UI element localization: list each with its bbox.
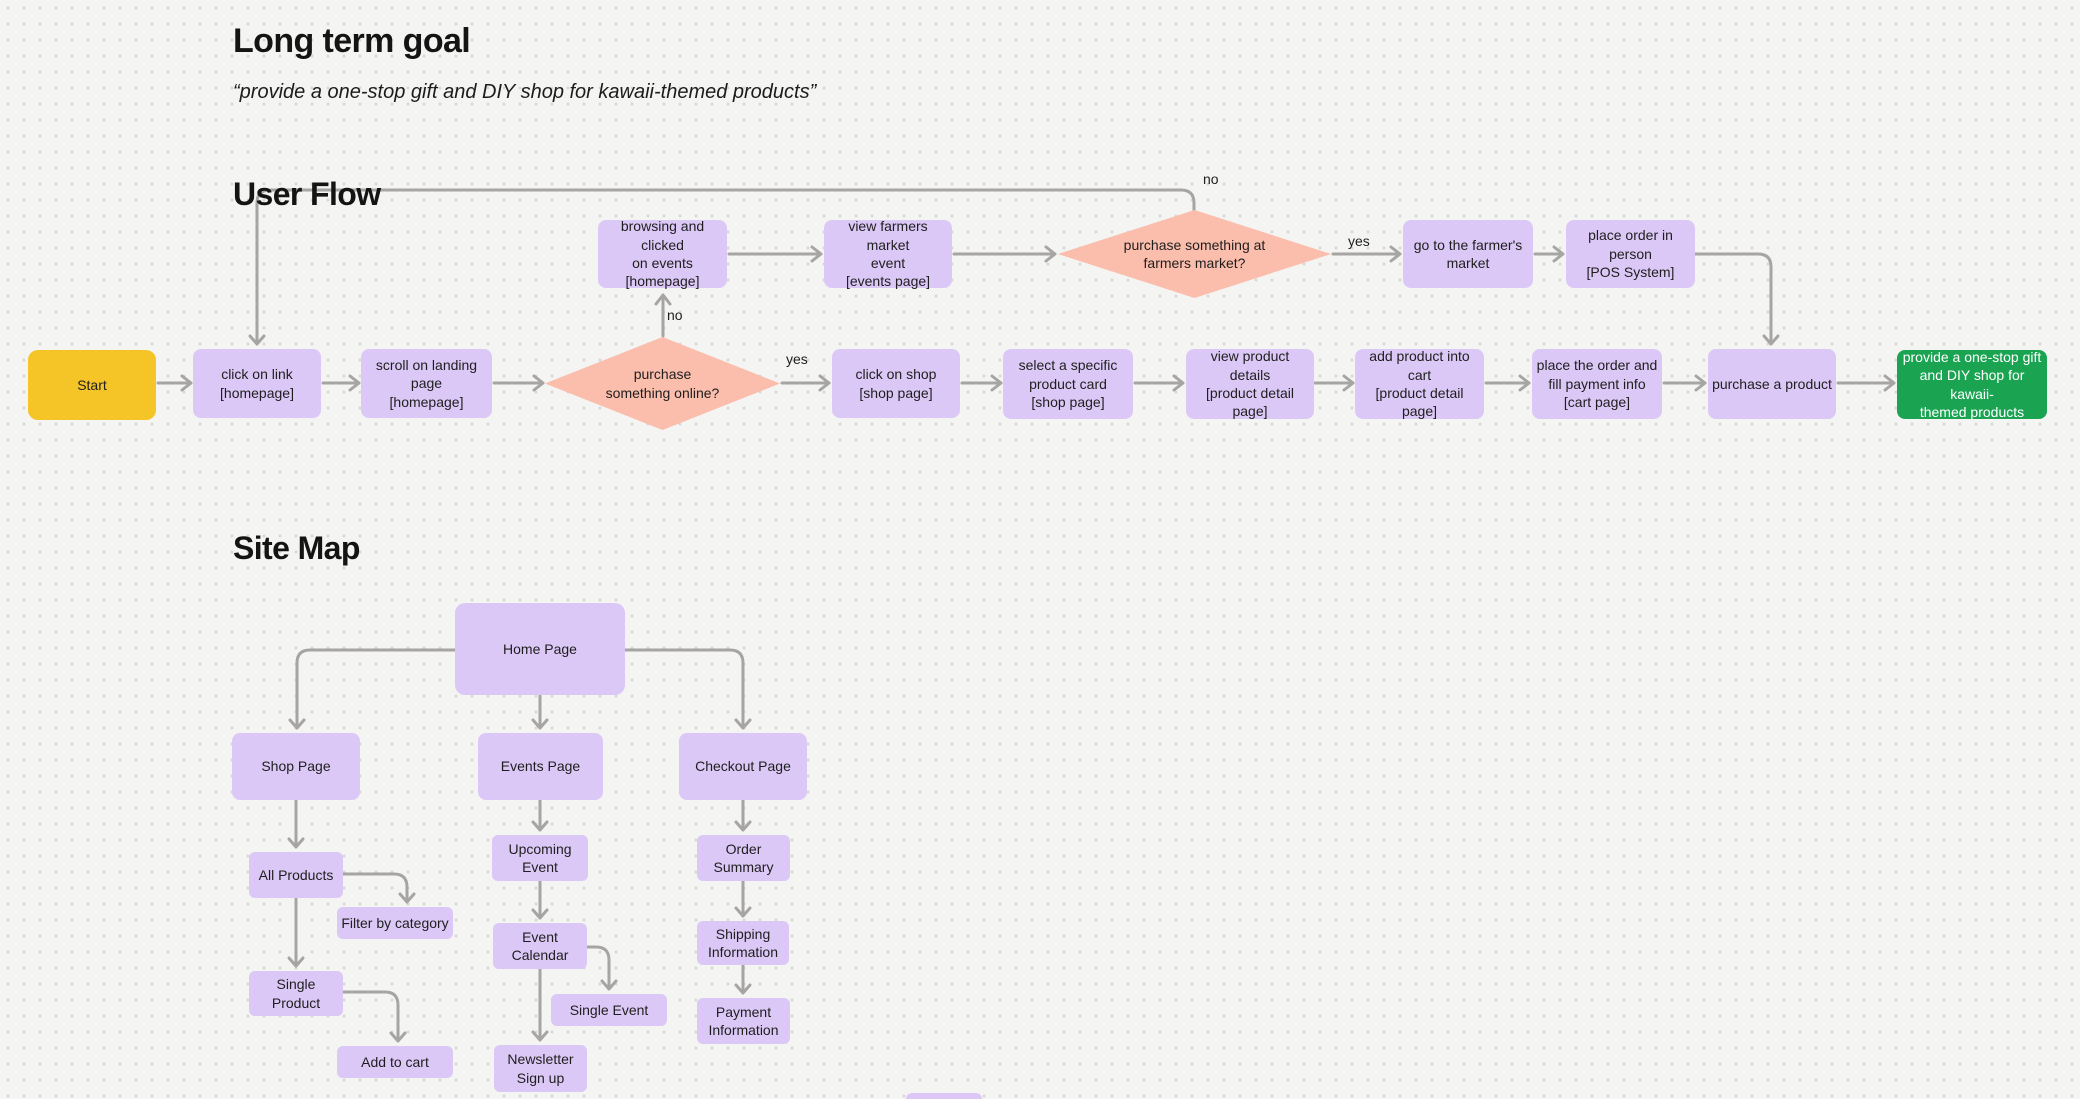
sitemap-node-newsletter-sign-up[interactable]: Newsletter Sign up [494,1045,587,1092]
sitemap-node-order-summary[interactable]: Order Summary [697,835,790,881]
flow-decision-purchase-online[interactable]: purchase something online? [545,337,780,430]
user-flow-title: User Flow [233,176,381,212]
flow-node-go-to-farmers-market[interactable]: go to the farmer's market [1403,220,1533,288]
flow-node-goal[interactable]: provide a one-stop gift and DIY shop for… [1897,349,2047,420]
connector-upcoming-to-calendar [531,879,549,920]
long-term-goal-quote: “provide a one-stop gift and DIY shop fo… [233,81,817,103]
flow-node-place-order-fill-payment[interactable]: place the order and fill payment info [c… [1532,349,1662,419]
label-no-market: no [1203,171,1219,187]
flow-decision-purchase-market[interactable]: purchase something at farmers market? [1058,210,1331,298]
connector-home-to-shop [288,648,457,730]
sitemap-node-event-calendar[interactable]: Event Calendar [493,923,587,969]
sitemap-node-checkout-page[interactable]: Checkout Page [679,733,807,800]
sitemap-node-add-to-cart[interactable]: Add to cart [337,1046,453,1078]
connector-allproducts-to-singleproduct [287,896,305,968]
connector-events-to-upcoming [531,798,549,832]
connector-home-to-checkout [623,648,752,730]
connector-calendar-to-newsletter [531,967,549,1042]
flow-node-scroll-landing-page[interactable]: scroll on landing page [homepage] [361,349,492,418]
flow-node-click-on-shop[interactable]: click on shop [shop page] [832,349,960,418]
connector-scroll-to-decision [492,374,545,392]
flow-node-view-product-details[interactable]: view product details [product detail pag… [1186,348,1314,419]
sitemap-node-shipping-information[interactable]: Shipping Information [697,921,789,965]
sitemap-node-home-page[interactable]: Home Page [455,603,625,695]
label-yes-market: yes [1348,233,1370,249]
flow-node-purchase-a-product[interactable]: purchase a product [1708,349,1836,419]
label-yes-online: yes [786,351,808,367]
connector-pos-to-purchase [1693,252,1780,346]
connector-view-to-add [1313,374,1355,392]
sitemap-node-single-event[interactable]: Single Event [551,994,667,1026]
connector-decision2-yes-to-gomarket [1331,245,1402,263]
site-map-title: Site Map [233,530,360,566]
sitemap-node-payment-information[interactable]: Payment Information [697,998,790,1044]
long-term-goal-title: Long term goal [233,22,471,60]
connector-gomarket-to-pos [1533,245,1565,263]
connector-click-link-to-scroll [321,374,361,392]
sitemap-node-events-page[interactable]: Events Page [478,733,603,800]
sitemap-node-filter-by-category[interactable]: Filter by category [337,907,453,939]
flow-node-place-order-in-person[interactable]: place order in person [POS System] [1566,220,1695,288]
connector-decision-yes-to-shop [780,374,831,392]
flow-node-click-on-link[interactable]: click on link [homepage] [193,349,321,418]
connector-shop-to-select [960,374,1003,392]
sitemap-node-upcoming-event[interactable]: Upcoming Event [492,835,588,881]
sitemap-node-partial[interactable] [906,1093,982,1099]
flow-node-select-product-card[interactable]: select a specific product card [shop pag… [1003,349,1133,419]
connector-order-to-shipping [734,879,752,918]
connector-purchase-to-goal [1836,374,1896,392]
flow-node-start[interactable]: Start [28,350,156,420]
connector-checkout-to-order [734,798,752,832]
connector-place-to-purchase [1662,374,1707,392]
sitemap-node-shop-page[interactable]: Shop Page [232,733,360,800]
connector-shop-to-allproducts [287,798,305,849]
flow-node-browsing-clicked-events[interactable]: browsing and clicked on events [homepage… [598,218,727,289]
connector-home-to-events [531,693,549,730]
connector-add-to-place [1484,374,1531,392]
connector-select-to-view [1133,374,1185,392]
sitemap-node-single-product[interactable]: Single Product [249,971,343,1016]
connector-allproducts-to-filter [341,872,416,904]
sitemap-node-all-products[interactable]: All Products [249,852,343,898]
connector-shipping-to-payment [734,963,752,995]
flow-node-view-farmers-market-event[interactable]: view farmers market event [events page] [824,218,952,289]
connector-singleproduct-to-addtocart [341,990,407,1043]
connector-start-to-click-link [156,374,193,392]
connector-browsing-to-viewmarket [727,245,823,263]
connector-decision1-no-up [654,293,672,338]
connector-calendar-to-singleevent [585,945,618,991]
flow-node-add-product-to-cart[interactable]: add product into cart [product detail pa… [1355,348,1484,419]
label-no-online: no [667,307,683,323]
connector-viewmarket-to-decision2 [952,245,1057,263]
